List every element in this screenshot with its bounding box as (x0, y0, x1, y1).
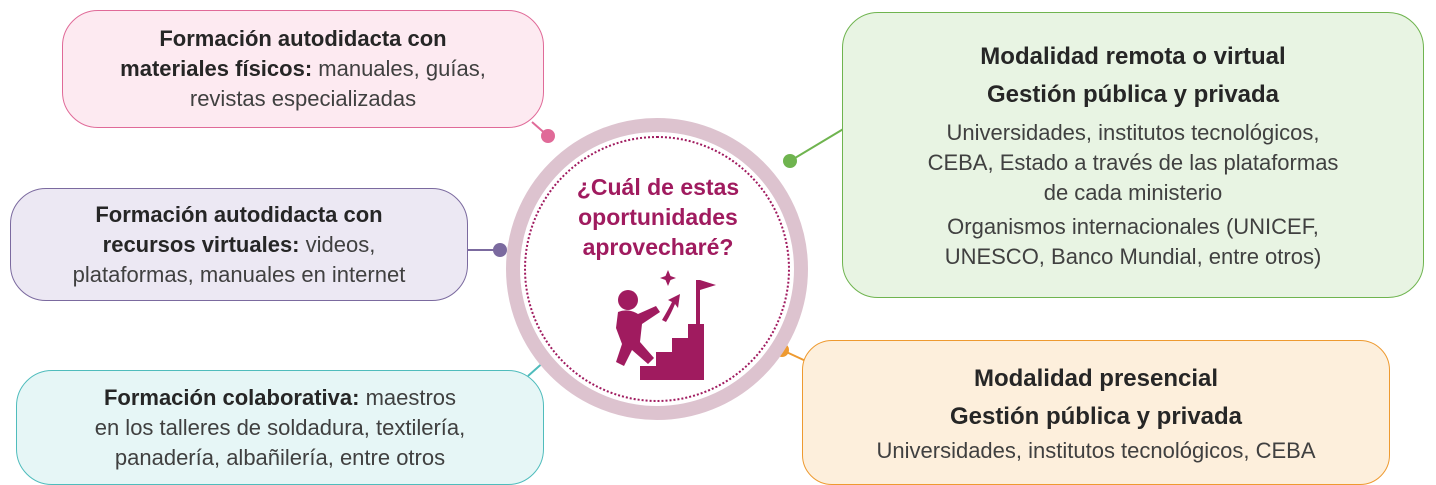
box-text: revistas especializadas (189, 86, 417, 111)
flag-pole (696, 280, 700, 324)
box-collaborative: Formación colaborativa: maestros en los … (16, 370, 544, 485)
box-self-taught-virtual: Formación autodidacta con recursos virtu… (10, 188, 468, 301)
box-subtitle: Gestión pública y privada (986, 81, 1280, 108)
box-text: maestros (359, 384, 457, 410)
box-title: Modalidad remota o virtual (980, 43, 1286, 70)
connector-dot-middle-left (493, 243, 507, 257)
question-line: oportunidades (578, 204, 738, 230)
box-subtitle: Gestión pública y privada (949, 402, 1243, 430)
box-text: UNESCO, Banco Mundial, entre otros) (944, 244, 1322, 269)
box-lead: Formación autodidacta con (95, 201, 383, 227)
question-line: ¿Cuál de estas (576, 174, 740, 200)
box-text: plataformas, manuales en internet (72, 261, 406, 287)
box-text: CEBA, Estado a través de las plataformas (927, 150, 1339, 175)
goal-flag-icon (700, 280, 716, 290)
stairs-shape (640, 324, 704, 380)
climber-body (616, 306, 660, 366)
center-dotted-circle (524, 136, 790, 402)
box-text: de cada ministerio (1043, 180, 1223, 205)
box-text: panadería, albañilería, entre otros (114, 444, 446, 470)
box-lead: Formación autodidacta con (159, 26, 447, 51)
climbing-stairs-icon (616, 270, 716, 380)
connector-dot-top-left (541, 129, 555, 143)
box-remote-modality: Modalidad remota o virtual Gestión públi… (842, 12, 1424, 298)
box-title: Modalidad presencial (973, 364, 1219, 392)
connector-top-right (789, 127, 846, 162)
box-text: videos, (299, 231, 376, 257)
box-self-taught-physical: Formación autodidacta con materiales fís… (62, 10, 544, 128)
box-lead: recursos virtuales: (102, 231, 300, 257)
center-question: ¿Cuál de estas oportunidades aprovecharé… (540, 172, 776, 262)
box-in-person-modality: Modalidad presencial Gestión pública y p… (802, 340, 1390, 485)
question-line: aprovecharé? (582, 234, 734, 260)
sparkle-icon (660, 270, 676, 286)
box-lead: Formación colaborativa: (103, 384, 360, 410)
connector-dot-top-right (783, 154, 797, 168)
box-text: en los talleres de soldadura, textilería… (94, 414, 466, 440)
box-text: Universidades, institutos tecnológicos, (946, 120, 1320, 145)
box-text: Universidades, institutos tecnológicos, … (876, 437, 1316, 463)
arrow-up-icon (662, 294, 680, 322)
box-lead: materiales físicos: (120, 56, 313, 81)
box-text: Organismos internacionales (UNICEF, (947, 214, 1319, 239)
climber-head (618, 290, 638, 310)
box-text: manuales, guías, (312, 56, 486, 81)
